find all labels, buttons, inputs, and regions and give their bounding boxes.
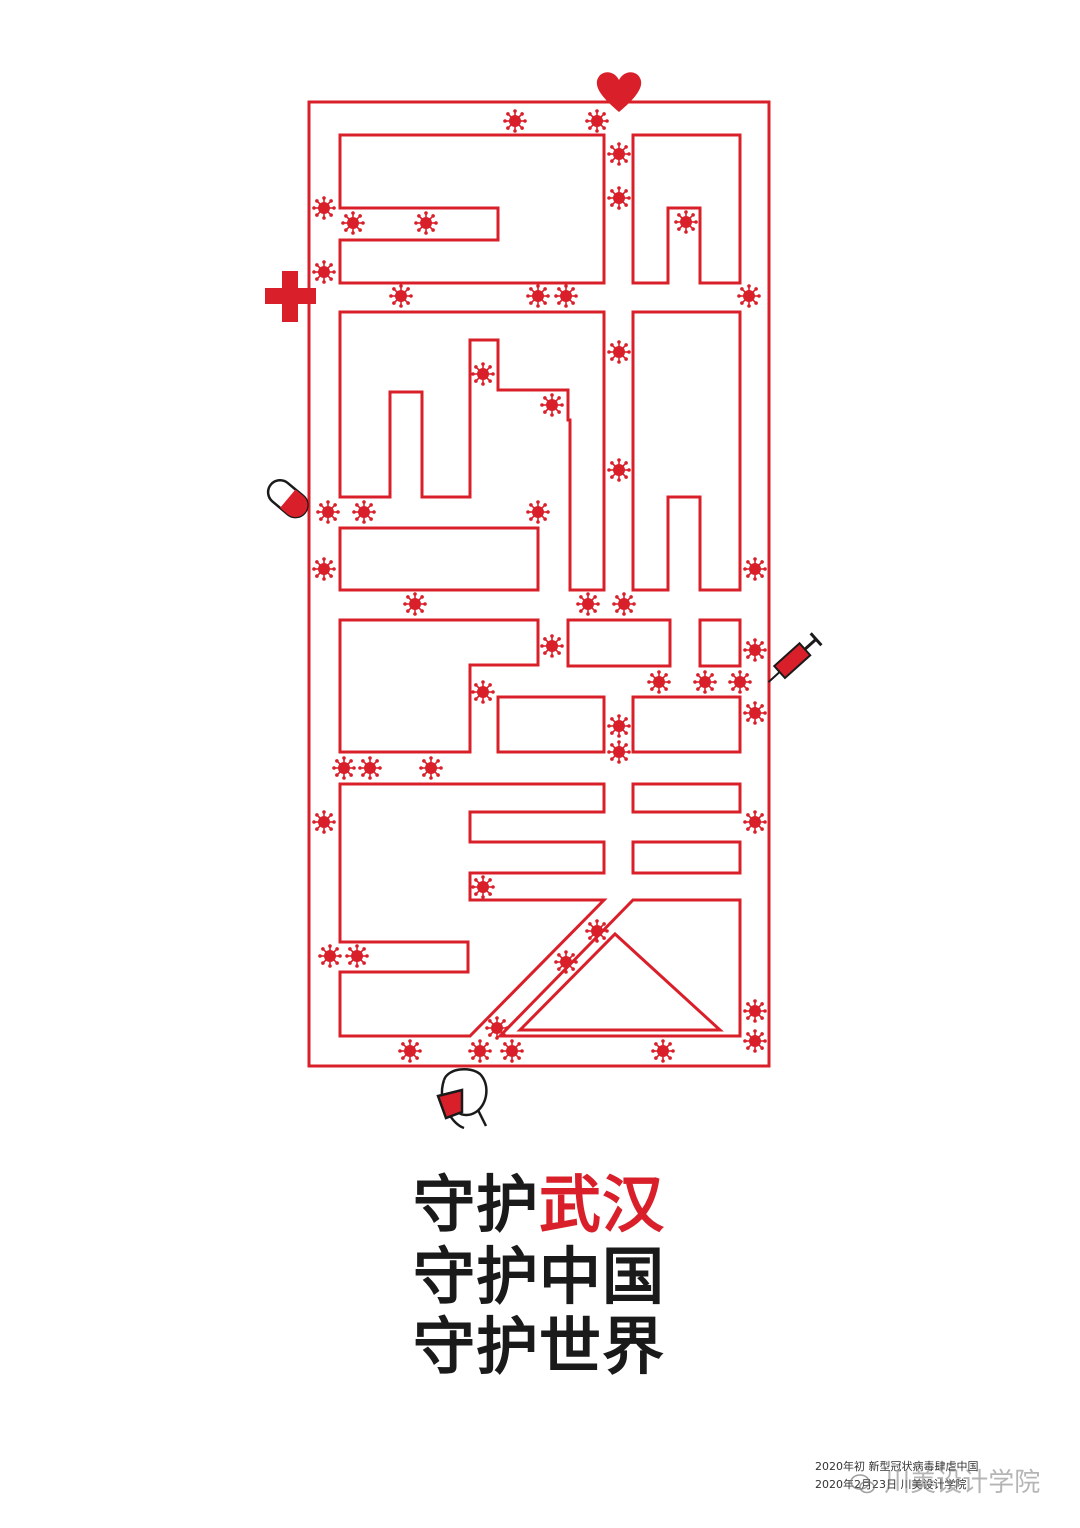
wechat-icon <box>850 1473 875 1493</box>
virus-icon <box>500 1039 524 1063</box>
virus-icon <box>471 362 495 386</box>
virus-icon <box>341 211 365 235</box>
maze-wall <box>631 133 742 285</box>
maze-outer-frame <box>307 100 771 1068</box>
virus-icon <box>743 701 767 725</box>
maze-wall <box>496 898 742 1038</box>
maze-wall <box>631 310 742 592</box>
footer-caption-line-1: 2020年初 新型冠状病毒肆虐中国 <box>815 1460 979 1473</box>
virus-icon <box>554 950 578 974</box>
virus-icon <box>607 740 631 764</box>
virus-icon <box>398 1039 422 1063</box>
virus-icon <box>612 592 636 616</box>
virus-icon <box>312 260 336 284</box>
virus-icon <box>318 944 342 968</box>
virus-icon <box>737 284 761 308</box>
virus-icon <box>316 500 340 524</box>
maze-wall <box>516 931 724 1032</box>
virus-icon <box>526 284 550 308</box>
maze-wall <box>338 133 606 285</box>
virus-icon <box>585 919 609 943</box>
maze-wall <box>631 782 742 814</box>
virus-icon <box>540 634 564 658</box>
footer-caption-line-2: 2020年2月23日 川美设计学院 <box>815 1478 967 1491</box>
virus-icon <box>312 557 336 581</box>
maze-wall <box>698 618 742 668</box>
virus-icon <box>651 1039 675 1063</box>
virus-markers <box>312 109 767 1063</box>
maze-wall <box>566 618 672 668</box>
virus-icon <box>468 1039 492 1063</box>
virus-icon <box>526 500 550 524</box>
pill-capsule-icon <box>266 478 309 519</box>
slogan-line-1: 守护武汉 <box>413 1172 813 1238</box>
maze-wall <box>338 310 606 592</box>
virus-icon <box>607 340 631 364</box>
heart-icon <box>596 72 642 112</box>
maze-wall <box>338 782 608 1038</box>
watermark-text: 川美设计学院 <box>884 1468 1041 1498</box>
virus-icon <box>312 810 336 834</box>
virus-icon <box>743 999 767 1023</box>
virus-icon <box>607 142 631 166</box>
virus-icon <box>485 1016 509 1040</box>
slogan-line-1-lead: 守护 <box>413 1168 540 1241</box>
virus-icon <box>419 756 443 780</box>
virus-icon <box>743 810 767 834</box>
masked-doctor-icon <box>436 1067 488 1130</box>
virus-icon <box>607 714 631 738</box>
maze-wall <box>338 618 540 754</box>
maze-wall <box>496 695 606 754</box>
virus-icon <box>693 670 717 694</box>
virus-icon <box>554 284 578 308</box>
virus-icon <box>503 109 527 133</box>
virus-icon <box>728 670 752 694</box>
slogan-line-2-lead: 守护中国 <box>413 1240 666 1313</box>
virus-icon <box>471 875 495 899</box>
virus-icon <box>389 284 413 308</box>
virus-icon <box>743 1029 767 1053</box>
virus-icon <box>743 638 767 662</box>
virus-icon <box>471 680 495 704</box>
slogan-line-3: 守护世界 <box>413 1314 813 1380</box>
maze-wall <box>631 695 742 754</box>
virus-icon <box>540 393 564 417</box>
maze-wall <box>631 840 742 875</box>
slogan-line-1-emphasis: 武汉 <box>539 1168 666 1241</box>
virus-icon <box>674 210 698 234</box>
virus-icon <box>607 458 631 482</box>
syringe-icon <box>767 632 823 683</box>
virus-icon <box>358 756 382 780</box>
virus-icon <box>585 109 609 133</box>
virus-icon <box>607 186 631 210</box>
watermark: 川美设计学院 <box>850 1462 1040 1499</box>
maze-wall <box>338 526 540 592</box>
virus-icon <box>414 211 438 235</box>
slogan-line-3-lead: 守护世界 <box>413 1310 666 1383</box>
virus-icon <box>647 670 671 694</box>
virus-icon <box>332 756 356 780</box>
virus-icon <box>576 592 600 616</box>
virus-icon <box>403 592 427 616</box>
virus-icon <box>743 557 767 581</box>
slogan-line-2: 守护中国 <box>413 1244 813 1310</box>
virus-icon <box>345 944 369 968</box>
red-cross-icon <box>265 271 316 322</box>
virus-icon <box>352 500 376 524</box>
virus-icon <box>312 196 336 220</box>
